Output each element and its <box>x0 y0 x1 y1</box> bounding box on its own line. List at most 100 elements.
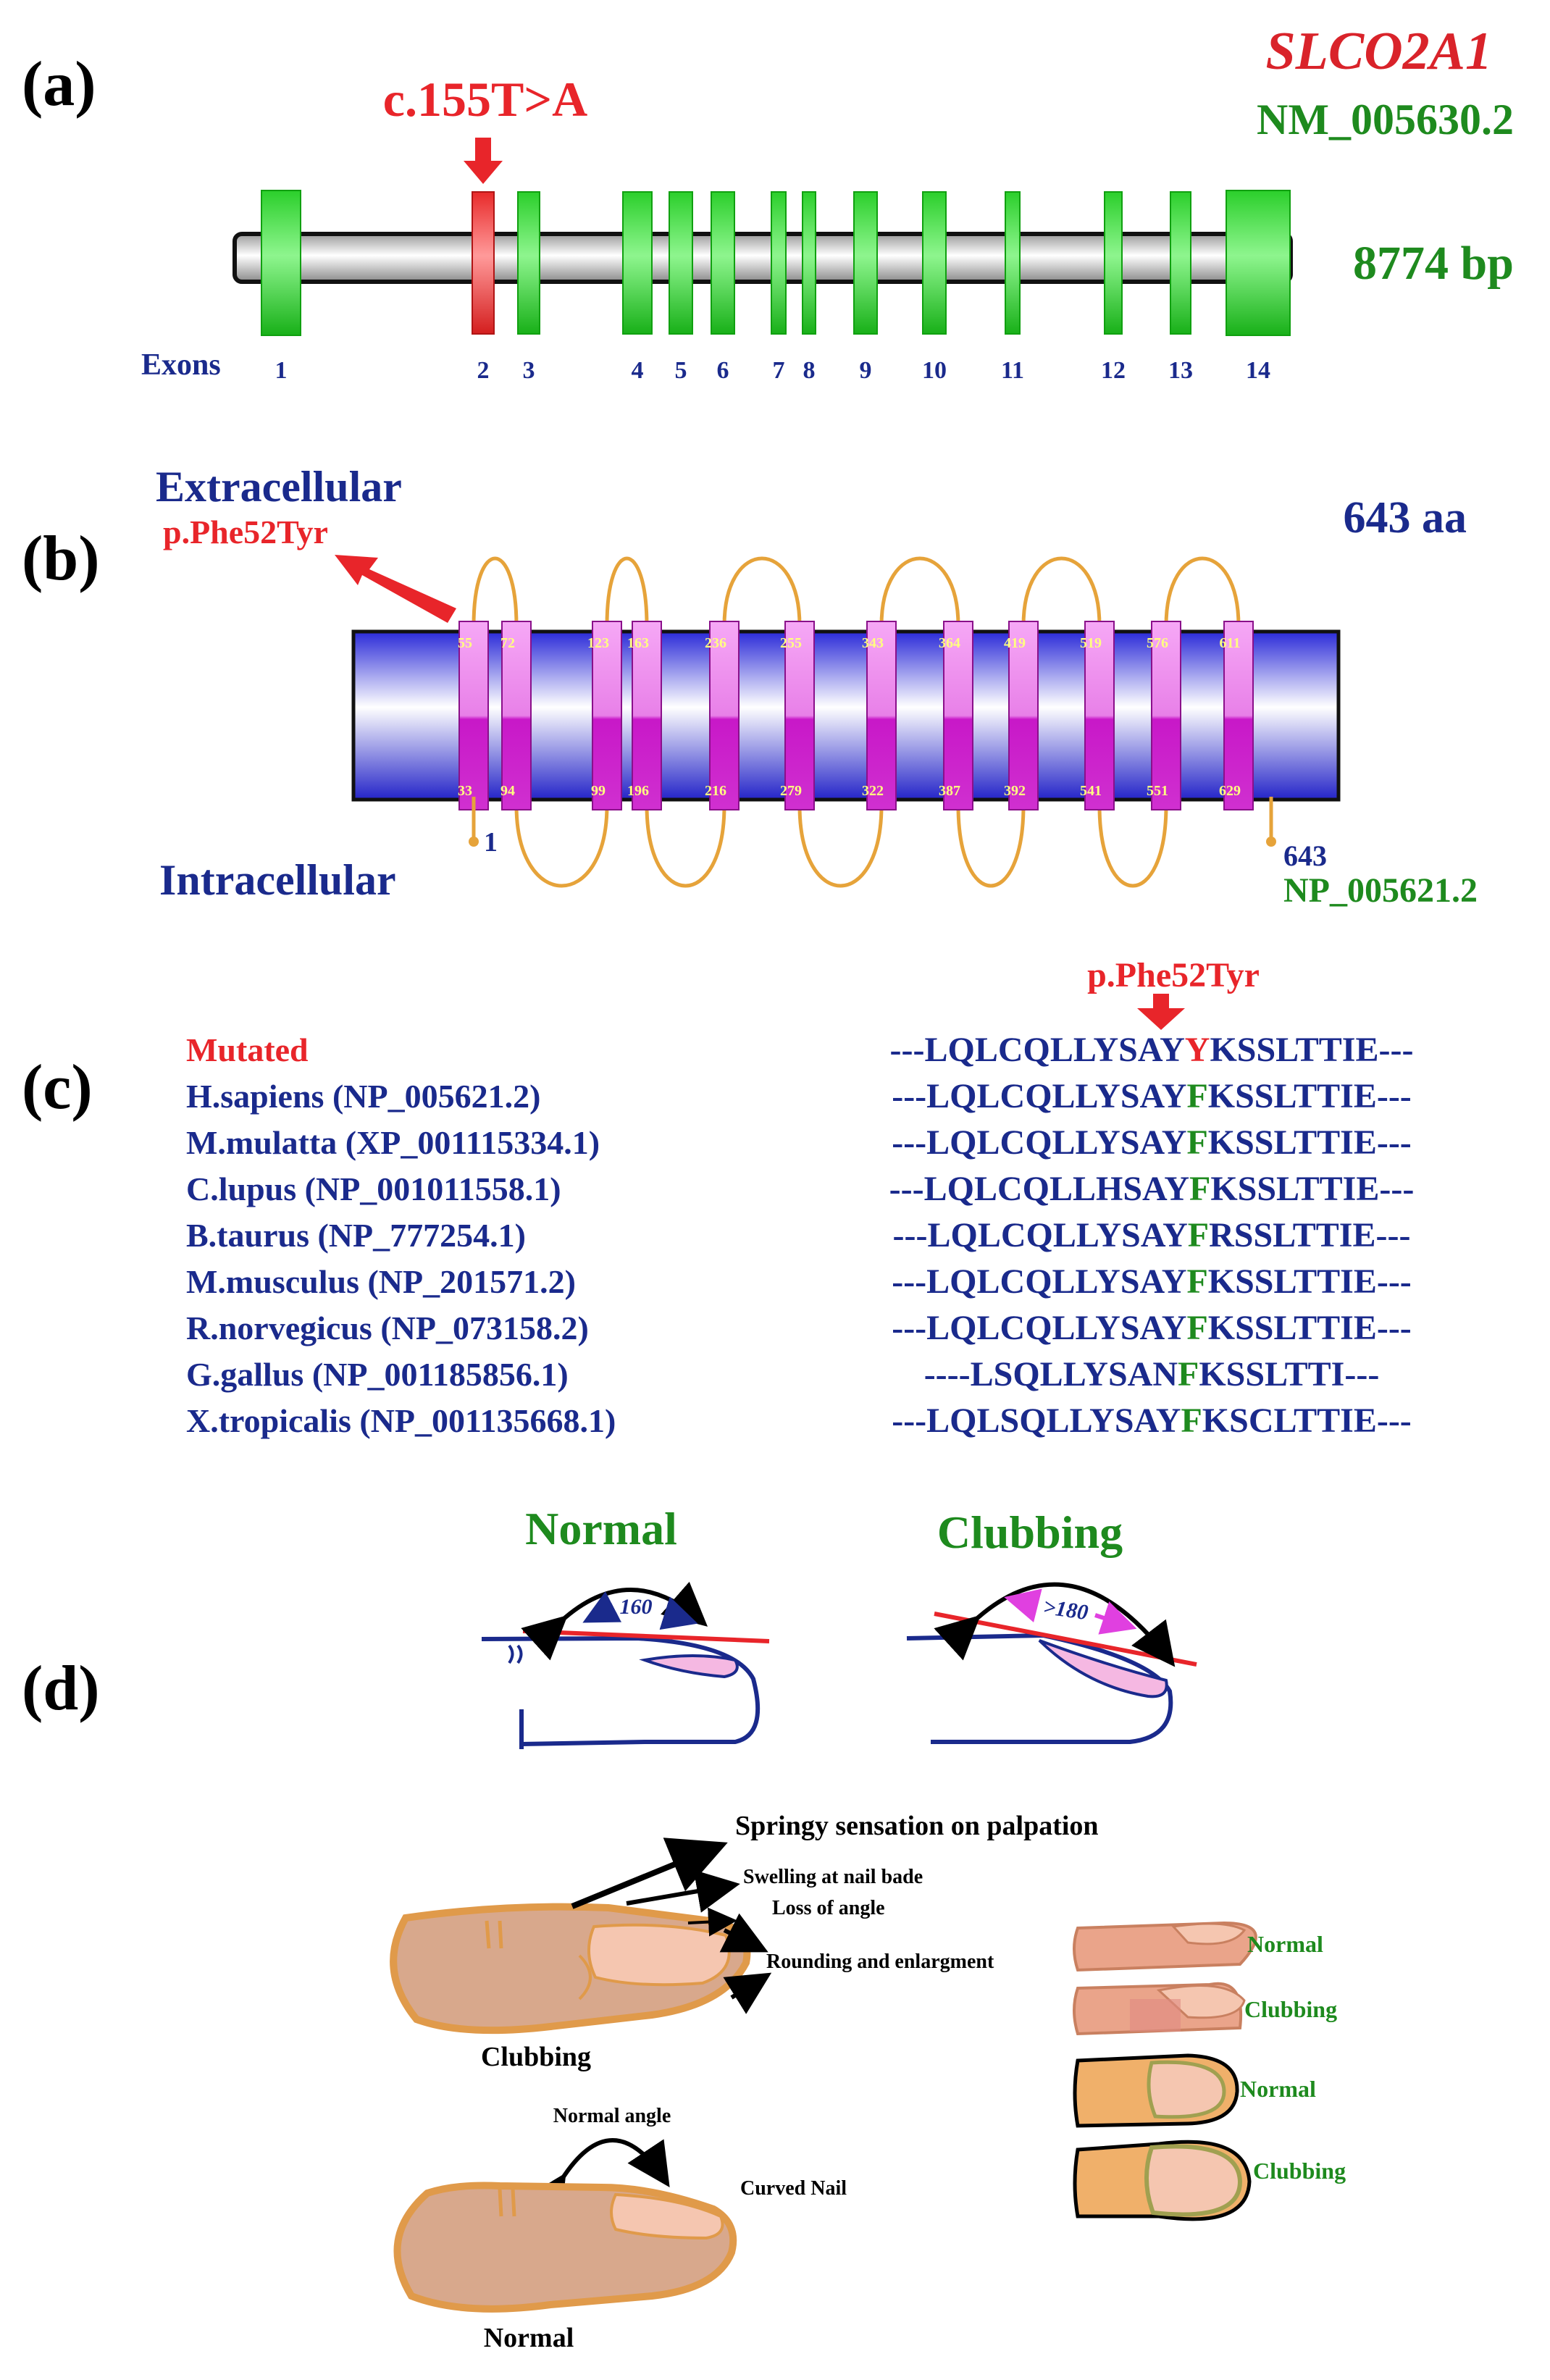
thumb-label-1: Normal <box>1247 1931 1323 1957</box>
exon-number-13: 13 <box>1168 357 1193 384</box>
protein-length: 643 aa <box>1344 493 1467 542</box>
clubbing-caption: Clubbing <box>481 2042 591 2072</box>
tm-bottom-number-10: 541 <box>1080 783 1102 799</box>
thumb-normal-side: Normal <box>1073 1921 1323 1972</box>
clubbing-angle-value: >180 <box>1042 1595 1089 1625</box>
tm-helix-12 <box>1223 621 1254 810</box>
tm-top-number-11: 576 <box>1147 635 1168 651</box>
alignment-arrow <box>1137 994 1185 1030</box>
tm-bottom-number-9: 392 <box>1004 783 1026 799</box>
alignment-species-4: C.lupus (NP_001011558.1) <box>186 1170 561 1207</box>
tm-bottom-number-2: 94 <box>500 783 515 799</box>
exon-number-12: 12 <box>1101 357 1126 384</box>
normal-angle-label: Normal angle <box>553 2105 671 2127</box>
panel-c-label: (c) <box>22 1052 93 1123</box>
alignment-species-9: X.tropicalis (NP_001135668.1) <box>186 1402 616 1439</box>
thumb-clubbing-side: Clubbing <box>1073 1982 1337 2036</box>
exons-axis-label: Exons <box>141 348 221 382</box>
loop-10 <box>1097 805 1168 888</box>
feature-swelling: Swelling at nail bade <box>743 1866 923 1888</box>
exon-number-3: 3 <box>523 357 535 384</box>
alignment-sequence-8: ----LSQLLYSANFKSSLTTI--- <box>924 1355 1380 1394</box>
thumb-clubbing-top: Clubbing <box>1073 2140 1346 2221</box>
exon-10 <box>922 191 947 335</box>
exon-8 <box>802 191 816 335</box>
mutation-arrow-a <box>464 138 503 184</box>
alignment-species-2: H.sapiens (NP_005621.2) <box>186 1078 540 1115</box>
tm-top-number-12: 611 <box>1220 635 1241 651</box>
panel-d-label: (d) <box>22 1654 100 1724</box>
loop-7 <box>879 556 960 627</box>
alignment-species-5: B.taurus (NP_777254.1) <box>186 1217 526 1254</box>
loop-4 <box>645 805 726 888</box>
tm-bottom-number-4: 196 <box>627 783 649 799</box>
normal-caption: Normal <box>484 2323 574 2353</box>
protein-mutation-label: p.Phe52Tyr <box>163 514 328 550</box>
transmembrane-helices: 5533729412399163196236216255279343322364… <box>458 621 1254 810</box>
tm-helix-6 <box>784 621 815 810</box>
panel-d: (d) Normal Clubbing 160 >180 <box>22 1503 1346 2353</box>
loop-3 <box>605 556 649 627</box>
panel-b-label: (b) <box>22 524 100 594</box>
loop-5 <box>722 556 802 627</box>
feature-loss-of-angle: Loss of angle <box>772 1897 885 1919</box>
exon-7 <box>771 191 787 335</box>
normal-finger-outline: 160 <box>481 1581 770 1749</box>
n-term-number: 1 <box>484 827 498 858</box>
tm-helix-3 <box>592 621 622 810</box>
protein-mutation-arrow <box>335 555 456 623</box>
exon-12 <box>1104 191 1123 335</box>
alignment-sequence-4: ---LQLCQLLHSAYFKSSLTTIE--- <box>889 1170 1415 1208</box>
alignment-mutation-label: p.Phe52Tyr <box>1087 956 1260 994</box>
tm-helix-8 <box>943 621 973 810</box>
exon-4 <box>622 191 653 335</box>
gene-length: 8774 bp <box>1353 237 1514 290</box>
exon-number-6: 6 <box>717 357 729 384</box>
tm-top-number-3: 123 <box>587 635 609 651</box>
alignment-sequence-9: ---LQLSQLLYSAYFKSCLTTIE--- <box>892 1401 1412 1440</box>
clubbing-title: Clubbing <box>937 1507 1123 1558</box>
exon-11 <box>1005 191 1021 335</box>
alignment-sequence-7: ---LQLCQLLYSAYFKSSLTTIE--- <box>892 1309 1412 1347</box>
loop-8 <box>956 805 1026 888</box>
intracellular-label: Intracellular <box>159 856 396 904</box>
tm-top-number-9: 419 <box>1004 635 1026 651</box>
exon-number-2: 2 <box>477 357 490 384</box>
tm-helix-10 <box>1084 621 1115 810</box>
panel-c: (c) p.Phe52Tyr Mutated---LQLCQLLYSAYYKSS… <box>22 956 1414 1440</box>
curved-nail-label: Curved Nail <box>740 2177 847 2200</box>
tm-helix-5 <box>709 621 740 810</box>
tm-helix-1 <box>458 621 489 810</box>
tm-bottom-number-5: 216 <box>705 783 726 799</box>
thumb-normal-top: Normal <box>1073 2053 1316 2128</box>
gene-backbone <box>232 232 1293 284</box>
mutation-cdna: c.155T>A <box>383 72 587 127</box>
tm-bottom-number-8: 387 <box>939 783 960 799</box>
tm-bottom-number-6: 279 <box>780 783 802 799</box>
exon-9 <box>853 191 878 335</box>
protein-id: NP_005621.2 <box>1283 871 1478 910</box>
alignment-sequence-6: ---LQLCQLLYSAYFKSSLTTIE--- <box>892 1262 1412 1301</box>
exon-number-14: 14 <box>1246 357 1270 384</box>
normal-finger-illustration: Normal angle Curved Nail Normal <box>393 2105 847 2353</box>
tm-top-number-10: 519 <box>1080 635 1102 651</box>
exon-number-9: 9 <box>860 357 872 384</box>
tm-bottom-number-1: 33 <box>458 783 472 799</box>
loop-6 <box>797 805 884 888</box>
extracellular-label: Extracellular <box>156 463 402 511</box>
exon-number-7: 7 <box>773 357 785 384</box>
loop-2 <box>514 805 609 888</box>
exon-5 <box>669 191 693 335</box>
alignment-table: Mutated---LQLCQLLYSAYYKSSLTTIE---H.sapie… <box>186 1031 1414 1440</box>
panel-b: (b) Extracellular p.Phe52Tyr 643 aa 5533… <box>22 463 1478 910</box>
exon-13 <box>1170 191 1191 335</box>
tm-top-number-6: 255 <box>780 635 802 651</box>
loop-1 <box>472 556 519 627</box>
tm-helix-4 <box>632 621 662 810</box>
exon-number-1: 1 <box>275 357 288 384</box>
alignment-species-7: R.norvegicus (NP_073158.2) <box>186 1310 589 1346</box>
c-terminus: 643 <box>1266 797 1327 872</box>
tm-bottom-number-12: 629 <box>1219 783 1241 799</box>
alignment-species-1: Mutated <box>186 1031 309 1068</box>
